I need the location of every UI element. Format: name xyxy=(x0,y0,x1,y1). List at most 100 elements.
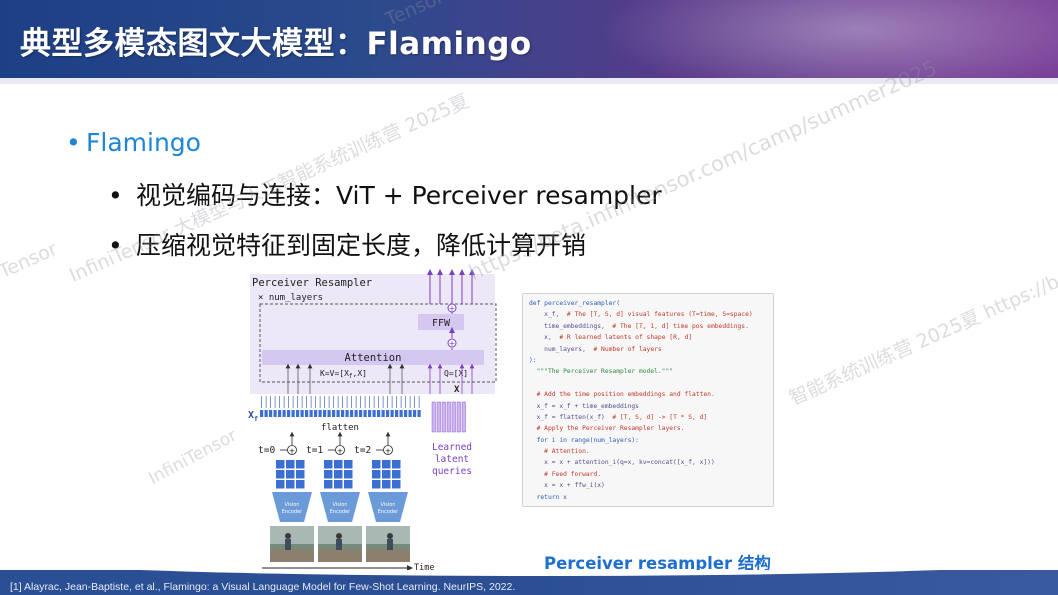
learned-latent-bars xyxy=(431,401,466,433)
token-cell xyxy=(278,410,282,417)
code-line: x, # R learned latents of shape [R, d] xyxy=(529,334,693,342)
token-cell xyxy=(368,410,372,417)
feature-tile xyxy=(334,480,343,489)
video-frame-ground xyxy=(318,550,362,562)
token-cell xyxy=(269,410,273,417)
latent-bar xyxy=(451,401,456,433)
bullet-level2-1: • 视觉编码与连接：ViT + Perceiver resampler xyxy=(108,176,662,212)
feature-tile xyxy=(372,470,381,479)
token-cell xyxy=(404,410,408,417)
ffw-box xyxy=(418,314,464,330)
feature-tile xyxy=(344,470,353,479)
code-line: x = x + ffw_i(x) xyxy=(529,482,605,490)
code-line: def perceiver_resampler( xyxy=(529,300,620,307)
token-cell xyxy=(296,410,300,417)
token-cell xyxy=(417,410,421,417)
watermark-c: InfiniTensor xyxy=(145,425,241,489)
feature-tile xyxy=(334,460,343,469)
vision-encoder-label-1: Vision xyxy=(333,502,348,508)
code-line: x_f = x_f + time_embeddings xyxy=(529,402,639,410)
attention-label: Attention xyxy=(345,352,402,364)
code-line: # Attention. xyxy=(529,448,590,456)
latent-bar xyxy=(441,401,446,433)
code-line: """The Perceiver Resampler model.""" xyxy=(529,368,674,376)
feature-tile xyxy=(324,460,333,469)
code-line: num_layers, # Number of layers xyxy=(529,345,662,353)
bullet-level2-2: •压缩视觉特征到固定长度，降低计算开销 xyxy=(108,226,586,262)
code-line: return x xyxy=(529,493,567,501)
code-line: x_f = flatten(x_f) # [T, S, d] -> [T * S… xyxy=(529,413,708,421)
token-arrows xyxy=(261,396,420,408)
time-embed-plus: + xyxy=(337,447,344,456)
feature-tile xyxy=(372,480,381,489)
token-cell xyxy=(413,410,417,417)
video-frame-ground xyxy=(270,550,314,562)
token-cell xyxy=(363,410,367,417)
token-cell xyxy=(305,410,309,417)
feature-tile xyxy=(334,470,343,479)
timestep-label: t=1 xyxy=(306,445,323,456)
vision-encoder-label-2: Encoder xyxy=(282,509,303,515)
token-cell xyxy=(386,410,390,417)
feature-tile xyxy=(296,480,305,489)
bullet-level2-1-text: 视觉编码与连接：ViT + Perceiver resampler xyxy=(136,181,662,210)
code-line: time_embeddings, # The [T, 1, d] time po… xyxy=(529,322,749,330)
latent-label-2: latent xyxy=(435,454,469,465)
token-cell xyxy=(260,410,264,417)
video-frame-figure-head xyxy=(387,533,393,539)
token-cell xyxy=(399,410,403,417)
feature-tile xyxy=(382,480,391,489)
bullet-marker: • xyxy=(66,128,81,157)
time-label: Time xyxy=(414,563,434,573)
code-line: for i in range(num_layers): xyxy=(529,436,639,444)
code-line: # Feed forward. xyxy=(529,470,602,478)
token-cell xyxy=(345,410,349,417)
token-cell xyxy=(408,410,412,417)
feature-tile xyxy=(344,480,353,489)
feature-tile xyxy=(286,460,295,469)
layer-dashed-box xyxy=(259,303,497,383)
residual-add-top-plus: + xyxy=(449,304,456,313)
flattened-token-row xyxy=(260,410,421,417)
token-cell xyxy=(291,410,295,417)
code-line: x_f, # The [T, S, d] visual features (T=… xyxy=(529,311,753,319)
token-cell xyxy=(273,410,277,417)
vision-encoder-label-2: Encoder xyxy=(330,509,351,515)
latent-label-1: Learned xyxy=(432,442,472,453)
bullet-marker: • xyxy=(108,181,123,210)
token-cell xyxy=(314,410,318,417)
feature-tile xyxy=(392,480,401,489)
time-embed-plus: + xyxy=(289,447,296,456)
video-frame-ground xyxy=(366,550,410,562)
latent-bar xyxy=(446,401,451,433)
token-cell xyxy=(327,410,331,417)
video-frame-figure-body xyxy=(387,539,393,550)
feature-tile xyxy=(286,480,295,489)
latent-bar xyxy=(436,401,441,433)
feature-tile xyxy=(324,480,333,489)
header-band xyxy=(0,0,1058,84)
header-stripe xyxy=(0,78,1058,84)
token-cell xyxy=(264,410,268,417)
feature-tile xyxy=(286,470,295,479)
token-cell xyxy=(300,410,304,417)
token-cell xyxy=(336,410,340,417)
token-cell xyxy=(350,410,354,417)
diagram-title: Perceiver Resampler xyxy=(252,277,372,289)
feature-tile xyxy=(344,460,353,469)
vision-encoder-shape xyxy=(272,492,312,522)
token-cell xyxy=(318,410,322,417)
header-sheen xyxy=(598,0,1058,84)
vision-encoder-label-1: Vision xyxy=(381,502,396,508)
time-embed-plus: + xyxy=(385,447,392,456)
video-frame-sky xyxy=(270,526,314,544)
timestep-label: t=0 xyxy=(258,445,275,456)
token-cell xyxy=(390,410,394,417)
video-frame-figure-body xyxy=(336,539,342,550)
token-cell xyxy=(395,410,399,417)
feature-tile xyxy=(324,470,333,479)
latent-label-3: queries xyxy=(432,466,472,477)
